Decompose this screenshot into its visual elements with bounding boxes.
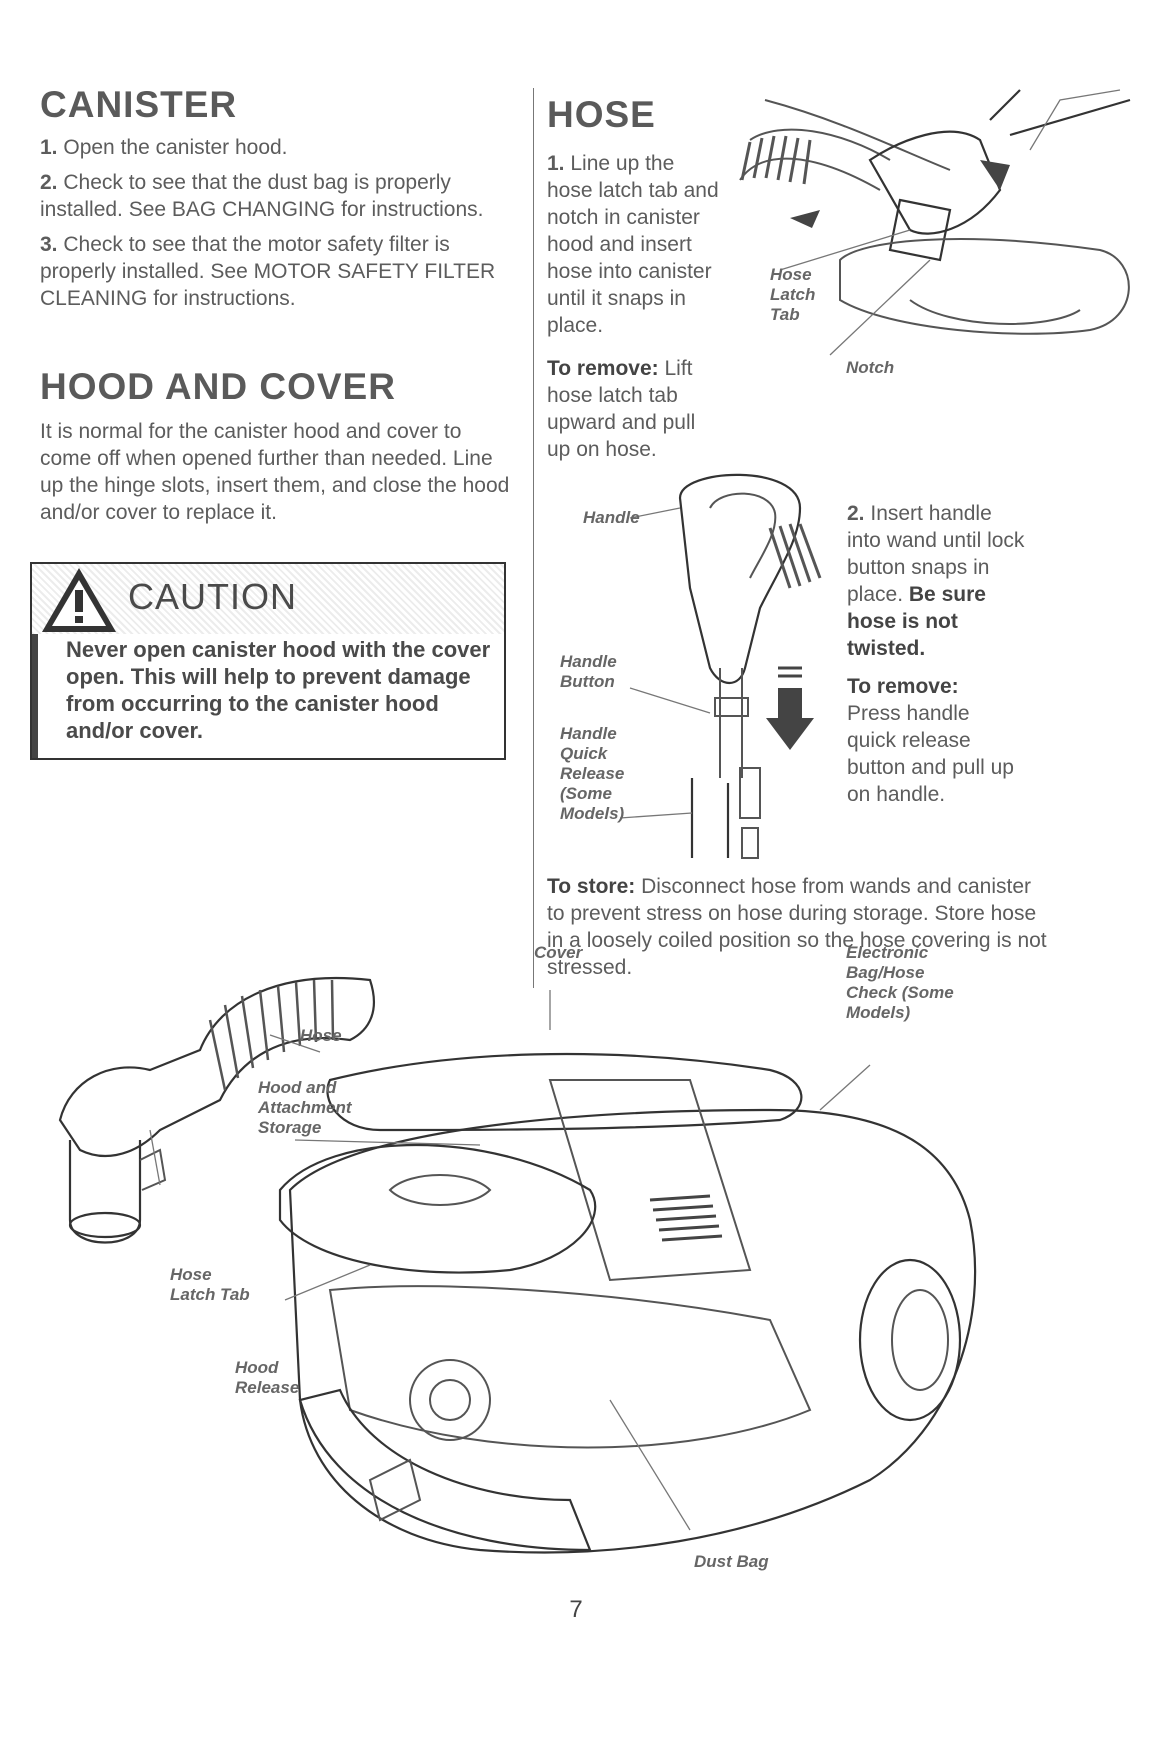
hose-latch-illustration (739, 89, 1131, 356)
label-handle: Handle (583, 508, 640, 527)
caution-title: CAUTION (128, 576, 297, 617)
handle-illustration (619, 473, 822, 859)
label-hose-latch-tab-2: Hose Latch Tab (170, 1265, 250, 1304)
column-divider (533, 88, 534, 988)
canister-step-2: 2. Check to see that the dust bag is pro… (40, 171, 484, 221)
label-dust-bag: Dust Bag (694, 1552, 769, 1571)
canister-steps: 1. Open the canister hood. 2. Check to s… (40, 134, 510, 312)
hose-step-1: 1. Line up the hose latch tab and notch … (547, 152, 719, 337)
hose-store-text: To store: Disconnect hose from wands and… (547, 875, 1047, 979)
label-hose-latch-tab: Hose Latch Tab (770, 265, 816, 324)
caution-box: CAUTION Never open canister hood with th… (30, 562, 506, 760)
canister-heading: CANISTER (40, 84, 238, 125)
label-electronic-check: Electronic Bag/Hose Check (Some Models) (846, 943, 954, 1022)
hose-remove-1: To remove: Lift hose latch tab upward an… (547, 357, 696, 461)
canister-step-3: 3. Check to see that the motor safety fi… (40, 233, 496, 310)
caution-left-bar (32, 634, 38, 758)
canister-illustration (58, 976, 977, 1554)
hood-cover-heading: HOOD AND COVER (40, 366, 396, 407)
label-handle-quick-release: Handle Quick Release (Some Models) (560, 724, 625, 823)
warning-triangle-icon (42, 568, 116, 632)
caution-band (32, 564, 504, 634)
hose-heading: HOSE (547, 94, 656, 135)
canister-step-1: 1. Open the canister hood. (40, 136, 288, 159)
page-number: 7 (569, 1596, 583, 1623)
label-cover: Cover (534, 943, 583, 962)
label-hood-storage: Hood and Attachment Storage (258, 1078, 352, 1137)
label-notch: Notch (846, 358, 895, 377)
label-hood-release: Hood Release (235, 1358, 300, 1397)
label-handle-button: Handle Button (560, 652, 617, 691)
hose-remove-2: To remove: Press handle quick release bu… (847, 675, 1014, 806)
label-hose: Hose (300, 1026, 342, 1045)
hose-step-2: 2. Insert handle into wand until lock bu… (847, 502, 1025, 660)
hood-cover-text: It is normal for the canister hood and c… (40, 420, 510, 524)
caution-text: Never open canister hood with the cover … (66, 637, 491, 743)
